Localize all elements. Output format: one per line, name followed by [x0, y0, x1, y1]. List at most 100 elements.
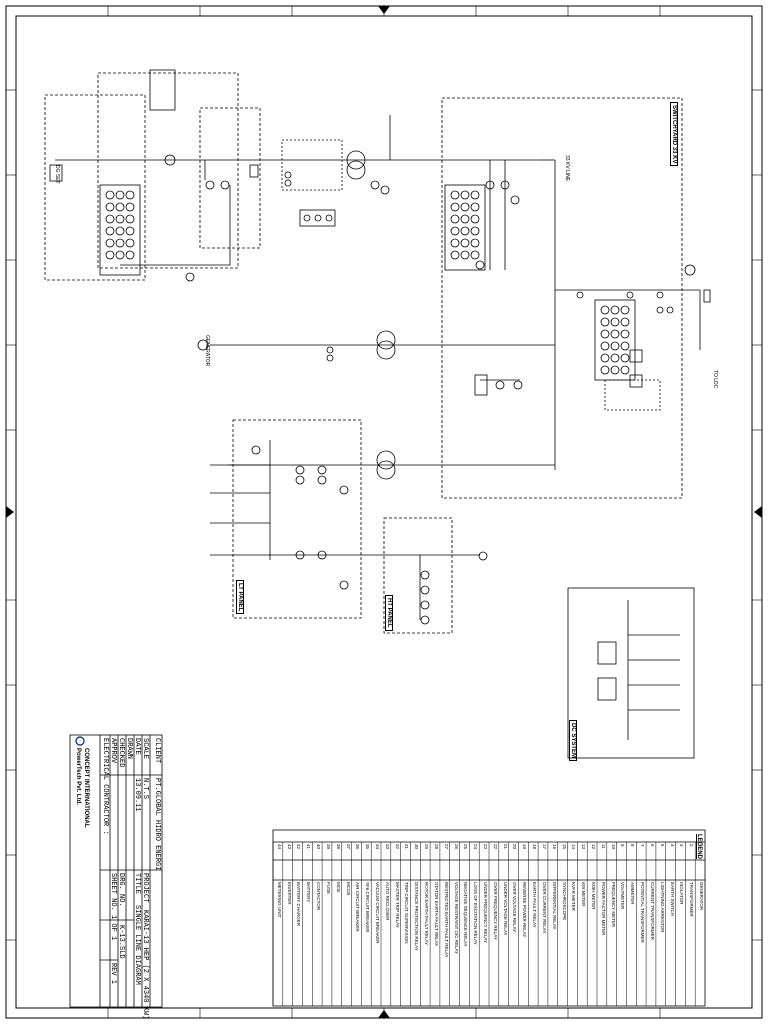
dc-system-label: DC SYSTEM [569, 720, 577, 762]
legend-item: TRIP CIRCUIT SUPERVISION [404, 882, 410, 944]
legend-item-number: 18 [532, 844, 538, 850]
legend-item-number: 23 [483, 844, 488, 850]
outer-border [5, 5, 763, 1019]
legend-item: RESTRICTED EARTH FAULT RELAY [443, 882, 449, 958]
legend-item-number: 15 [561, 844, 567, 850]
centre-mark-bottom [378, 1010, 390, 1018]
legend-item: VACUUM CIRCUIT BREAKER [375, 882, 380, 944]
title-block [69, 734, 163, 1008]
legend-item-number: 35 [365, 844, 371, 850]
legend-item-number: 14 [571, 844, 577, 850]
legend-item-number: 28 [433, 844, 439, 850]
legend-item-number: 30 [414, 844, 420, 850]
generator-2-feeder [197, 330, 555, 362]
legend-item: UNDER VOLTAGE RELAY [502, 882, 508, 936]
generator-label: GENERATOR [204, 335, 210, 367]
project-label: PROJECT [141, 873, 149, 903]
legend-item-number: 17 [541, 844, 547, 850]
legend-item-number: 29 [424, 844, 430, 850]
legend-item-number: 36 [355, 844, 361, 850]
legend-item: ISOLATOR [679, 882, 685, 905]
legend-item: OVER VOLTAGE RELAY [512, 882, 518, 933]
legend-item: OVER CURRENT RELAY [541, 882, 547, 934]
dc-system-block [567, 587, 695, 759]
client-value: PT.GLOBAL HIDRO ENERGI [153, 778, 161, 871]
legend-item: KW METER [581, 882, 587, 907]
legend-item-number: 16 [551, 844, 557, 850]
ht-panel-block [360, 517, 488, 634]
drawing-number-value: K-13.SLD [117, 925, 125, 959]
drawn-label: DRAWN [125, 738, 133, 760]
generator-1-feeder [44, 69, 540, 282]
legend-item: CONTACTOR [316, 882, 322, 911]
title-value: SINGLE LINE DIAGRAM [133, 905, 141, 985]
legend-item: EARTH FAULT RELAY [532, 882, 538, 928]
legend-item-number: 4 [669, 844, 675, 847]
legend-item: BATTERY [306, 882, 312, 903]
legend-item-number: 1 [699, 844, 704, 847]
ldc-label: TO LDC [712, 370, 718, 389]
sheet-label: SHEET NO. 1 OF 1 [109, 873, 117, 941]
legend-item: STATOR EARTH FAULT RELAY [433, 882, 439, 947]
centre-mark-top [378, 6, 390, 14]
legend-item-number: 11 [600, 844, 606, 849]
centre-mark-right [754, 506, 762, 518]
legend-item: VOLTMETER [620, 882, 626, 910]
legend-item-number: 41 [306, 844, 312, 850]
legend-item-number: 2 [689, 844, 695, 847]
approved-label: APPROV [109, 738, 117, 764]
legend-item-number: 22 [492, 844, 498, 850]
legend-item-number: 34 [375, 844, 380, 850]
legend-item-number: 32 [394, 844, 400, 850]
legend-item: NEGATIVE SEQUENCE RELAY [463, 882, 469, 947]
legend-item-number: 5 [659, 844, 665, 847]
ht-panel-label: HT PANEL [385, 595, 393, 631]
legend-item: GENERATOR [699, 882, 704, 911]
legend-item-number: 6 [649, 844, 655, 847]
legend-item-number: 10 [610, 844, 616, 850]
legend-item: TRANSFORMER [689, 882, 695, 917]
title-label: TITLE [133, 873, 141, 895]
scale-value: N.T.S [141, 778, 149, 800]
date-label: DATE [133, 738, 141, 755]
legend-item: MASTER TRIP RELAY [394, 882, 400, 928]
legend-item: KWH METER [591, 882, 596, 910]
legend-item-number: 8 [630, 844, 636, 847]
company-name: CONCEPT INTERNATIONAL [83, 748, 89, 828]
dg-set-label: DG SET [54, 165, 60, 184]
legend-item-number: 12 [591, 844, 596, 850]
legend-item: AIR CIRCUIT BREAKER [355, 882, 361, 932]
legend-item-number: 24 [473, 844, 479, 850]
contractor-label: ELECTRICAL CONTRACTOR : [101, 738, 109, 835]
legend-item: REVERSE POWER RELAY [522, 882, 528, 938]
date-value: 13.09.11 [133, 778, 141, 812]
legend-item-number: 25 [463, 844, 469, 850]
legend-item-number: 40 [316, 844, 322, 850]
checked-label: CHECKED [117, 738, 125, 768]
legend-item-number: 31 [404, 844, 410, 850]
company-subtitle: PowerTech Pvt. Ltd. [75, 748, 81, 805]
legend-item-number: 33 [384, 844, 390, 850]
legend-item: LIGHTNING ARRESTOR [659, 882, 665, 933]
legend-item: BATTERY CHARGER [296, 882, 302, 927]
switchyard-block [441, 97, 711, 499]
centre-mark-left [6, 506, 14, 518]
legend-item-number: 26 [453, 844, 459, 850]
legend-row-lines [272, 842, 696, 1006]
legend-item: VOLTAGE RESTRAINT O/C RELAY [453, 882, 459, 955]
legend-item: MCCB [345, 882, 351, 896]
legend-item: ROTOR EARTH FAULT RELAY [424, 882, 430, 946]
legend-item-number: 39 [325, 844, 331, 850]
legend-item-number: 21 [502, 844, 508, 850]
legend-item: EARTH SWITCH [669, 882, 675, 917]
lt-panel-block [210, 419, 555, 619]
legend-item: AUTO RECLOSER [384, 882, 390, 921]
legend-item: METERING UNIT [276, 882, 282, 918]
zone-ticks [6, 6, 762, 1018]
switchyard-label: SWITCHYARD 33 KV [670, 102, 678, 167]
legend-item-number: 42 [296, 844, 302, 850]
legend-item: KVAR METER [571, 882, 577, 911]
legend-item-number: 20 [512, 844, 518, 850]
legend-item-number: 13 [581, 844, 587, 850]
legend-item: INVERTER [286, 882, 292, 905]
